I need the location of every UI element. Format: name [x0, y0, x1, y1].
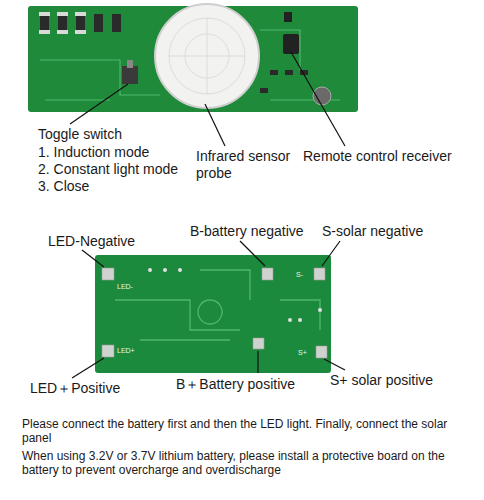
pin-label: B＋Battery positive [176, 376, 326, 393]
transistor [284, 12, 292, 22]
pin-label: LED-Negative [48, 233, 188, 250]
callout-label: Toggle switch [38, 126, 208, 143]
smd-part [260, 70, 308, 93]
callout-label: Remote control receiver [303, 148, 481, 165]
solder-pad [102, 268, 327, 358]
pin-label: S-solar negative [322, 223, 477, 240]
pin-label: S+ solar positive [330, 372, 480, 389]
pir-lens [169, 18, 245, 94]
silkscreen-text: LED- [117, 283, 157, 290]
leader-line [72, 241, 345, 378]
pir-dome [155, 4, 259, 108]
pin-label: B-battery negative [190, 223, 320, 240]
ir-receiver [283, 34, 299, 54]
silkscreen-text: S+ [298, 349, 318, 356]
solder-pad [39, 12, 86, 34]
pcb-board [95, 255, 331, 373]
pin-label: LED＋Positive [30, 380, 170, 397]
note-text: Please connect the battery first and the… [22, 417, 470, 446]
resistor-symbol [40, 14, 121, 32]
mode-item: 1. Induction mode [38, 144, 208, 161]
silkscreen-text: LED+ [117, 347, 157, 354]
callout-label: Infrared sensor probe [196, 148, 308, 182]
pcb-traces [115, 270, 320, 340]
toggle-switch [122, 66, 138, 84]
mode-item: 2. Constant light mode [38, 161, 208, 178]
note-text: When using 3.2V or 3.7V lithium battery,… [22, 449, 470, 478]
via [148, 268, 322, 322]
mode-item: 3. Close [38, 178, 208, 195]
silkscreen-text: S- [296, 271, 316, 278]
toggle-lever [127, 60, 133, 68]
